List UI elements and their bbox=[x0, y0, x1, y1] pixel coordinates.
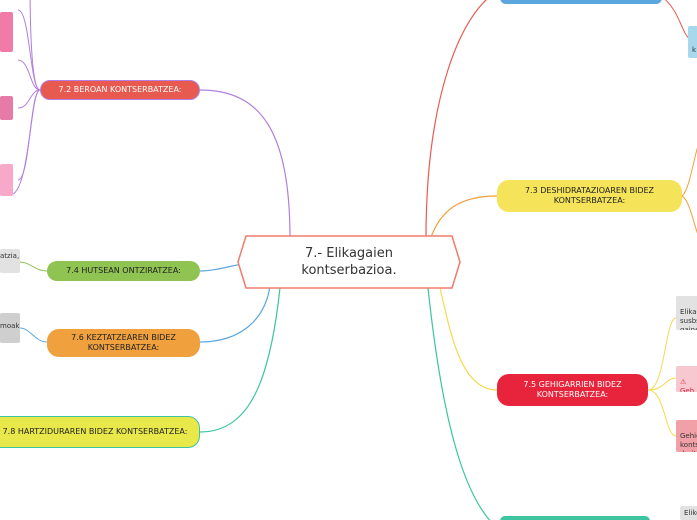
central-topic[interactable]: 7.- Elikagaien kontserbazioa. bbox=[238, 236, 460, 288]
branch-beroan-kontserbatzea[interactable]: 7.2 BEROAN KONTSERBATZEA: bbox=[40, 80, 200, 100]
branch-cutoff-bottom[interactable] bbox=[500, 516, 650, 520]
branch-cutoff-top[interactable] bbox=[500, 0, 662, 4]
leaf-gehigarri-2[interactable]: ⚠ Geh ozpin bbox=[676, 366, 697, 392]
leaf-gehigarri-1[interactable]: Elikag susbs gaine bbox=[676, 296, 697, 330]
branch-keztatzearen-bidez[interactable]: 7.6 KEZTATZEAREN BIDEZ KONTSERBATZEA: bbox=[47, 329, 200, 357]
leaf-hutsean-text[interactable]: atzia, bbox=[0, 249, 20, 273]
leaf-gehigarri-3[interactable]: Gehig konts deritz bbox=[676, 420, 697, 452]
link-top-right bbox=[425, 0, 488, 239]
branch-gehigarrien-bidez[interactable]: 7.5 GEHIGARRIEN BIDEZ KONTSERBATZEA: bbox=[497, 374, 648, 406]
link-deshidratazio bbox=[429, 195, 498, 241]
leaf-keztatze-text[interactable]: moak bbox=[0, 313, 20, 343]
link-bottom-right bbox=[427, 287, 491, 520]
leaf-pink-3[interactable] bbox=[0, 164, 13, 196]
central-node-shape bbox=[237, 235, 461, 289]
leaf-pink-2[interactable] bbox=[0, 96, 13, 120]
leaf-top-right[interactable]: k bbox=[688, 26, 697, 58]
branch-deshidratazioaren-bidez[interactable]: 7.3 DESHIDRATAZIOAREN BIDEZ KONTSERBATZE… bbox=[497, 180, 682, 212]
link-keztatze bbox=[199, 285, 271, 343]
link-gehigarri bbox=[439, 287, 498, 391]
link-hartzidura bbox=[199, 287, 281, 433]
leaf-bottom-right[interactable]: Eliko bbox=[680, 506, 697, 520]
link-beroan bbox=[199, 89, 291, 239]
branch-hutsean-ontziratzea[interactable]: 7.4 HUTSEAN ONTZIRATZEA: bbox=[47, 261, 200, 281]
branch-hartziduraren-bidez[interactable]: 7.8 HARTZIDURAREN BIDEZ KONTSERBATZEA: bbox=[0, 416, 200, 448]
leaf-pink-1[interactable] bbox=[0, 12, 13, 52]
central-topic-label: 7.- Elikagaien kontserbazioa. bbox=[301, 246, 397, 278]
